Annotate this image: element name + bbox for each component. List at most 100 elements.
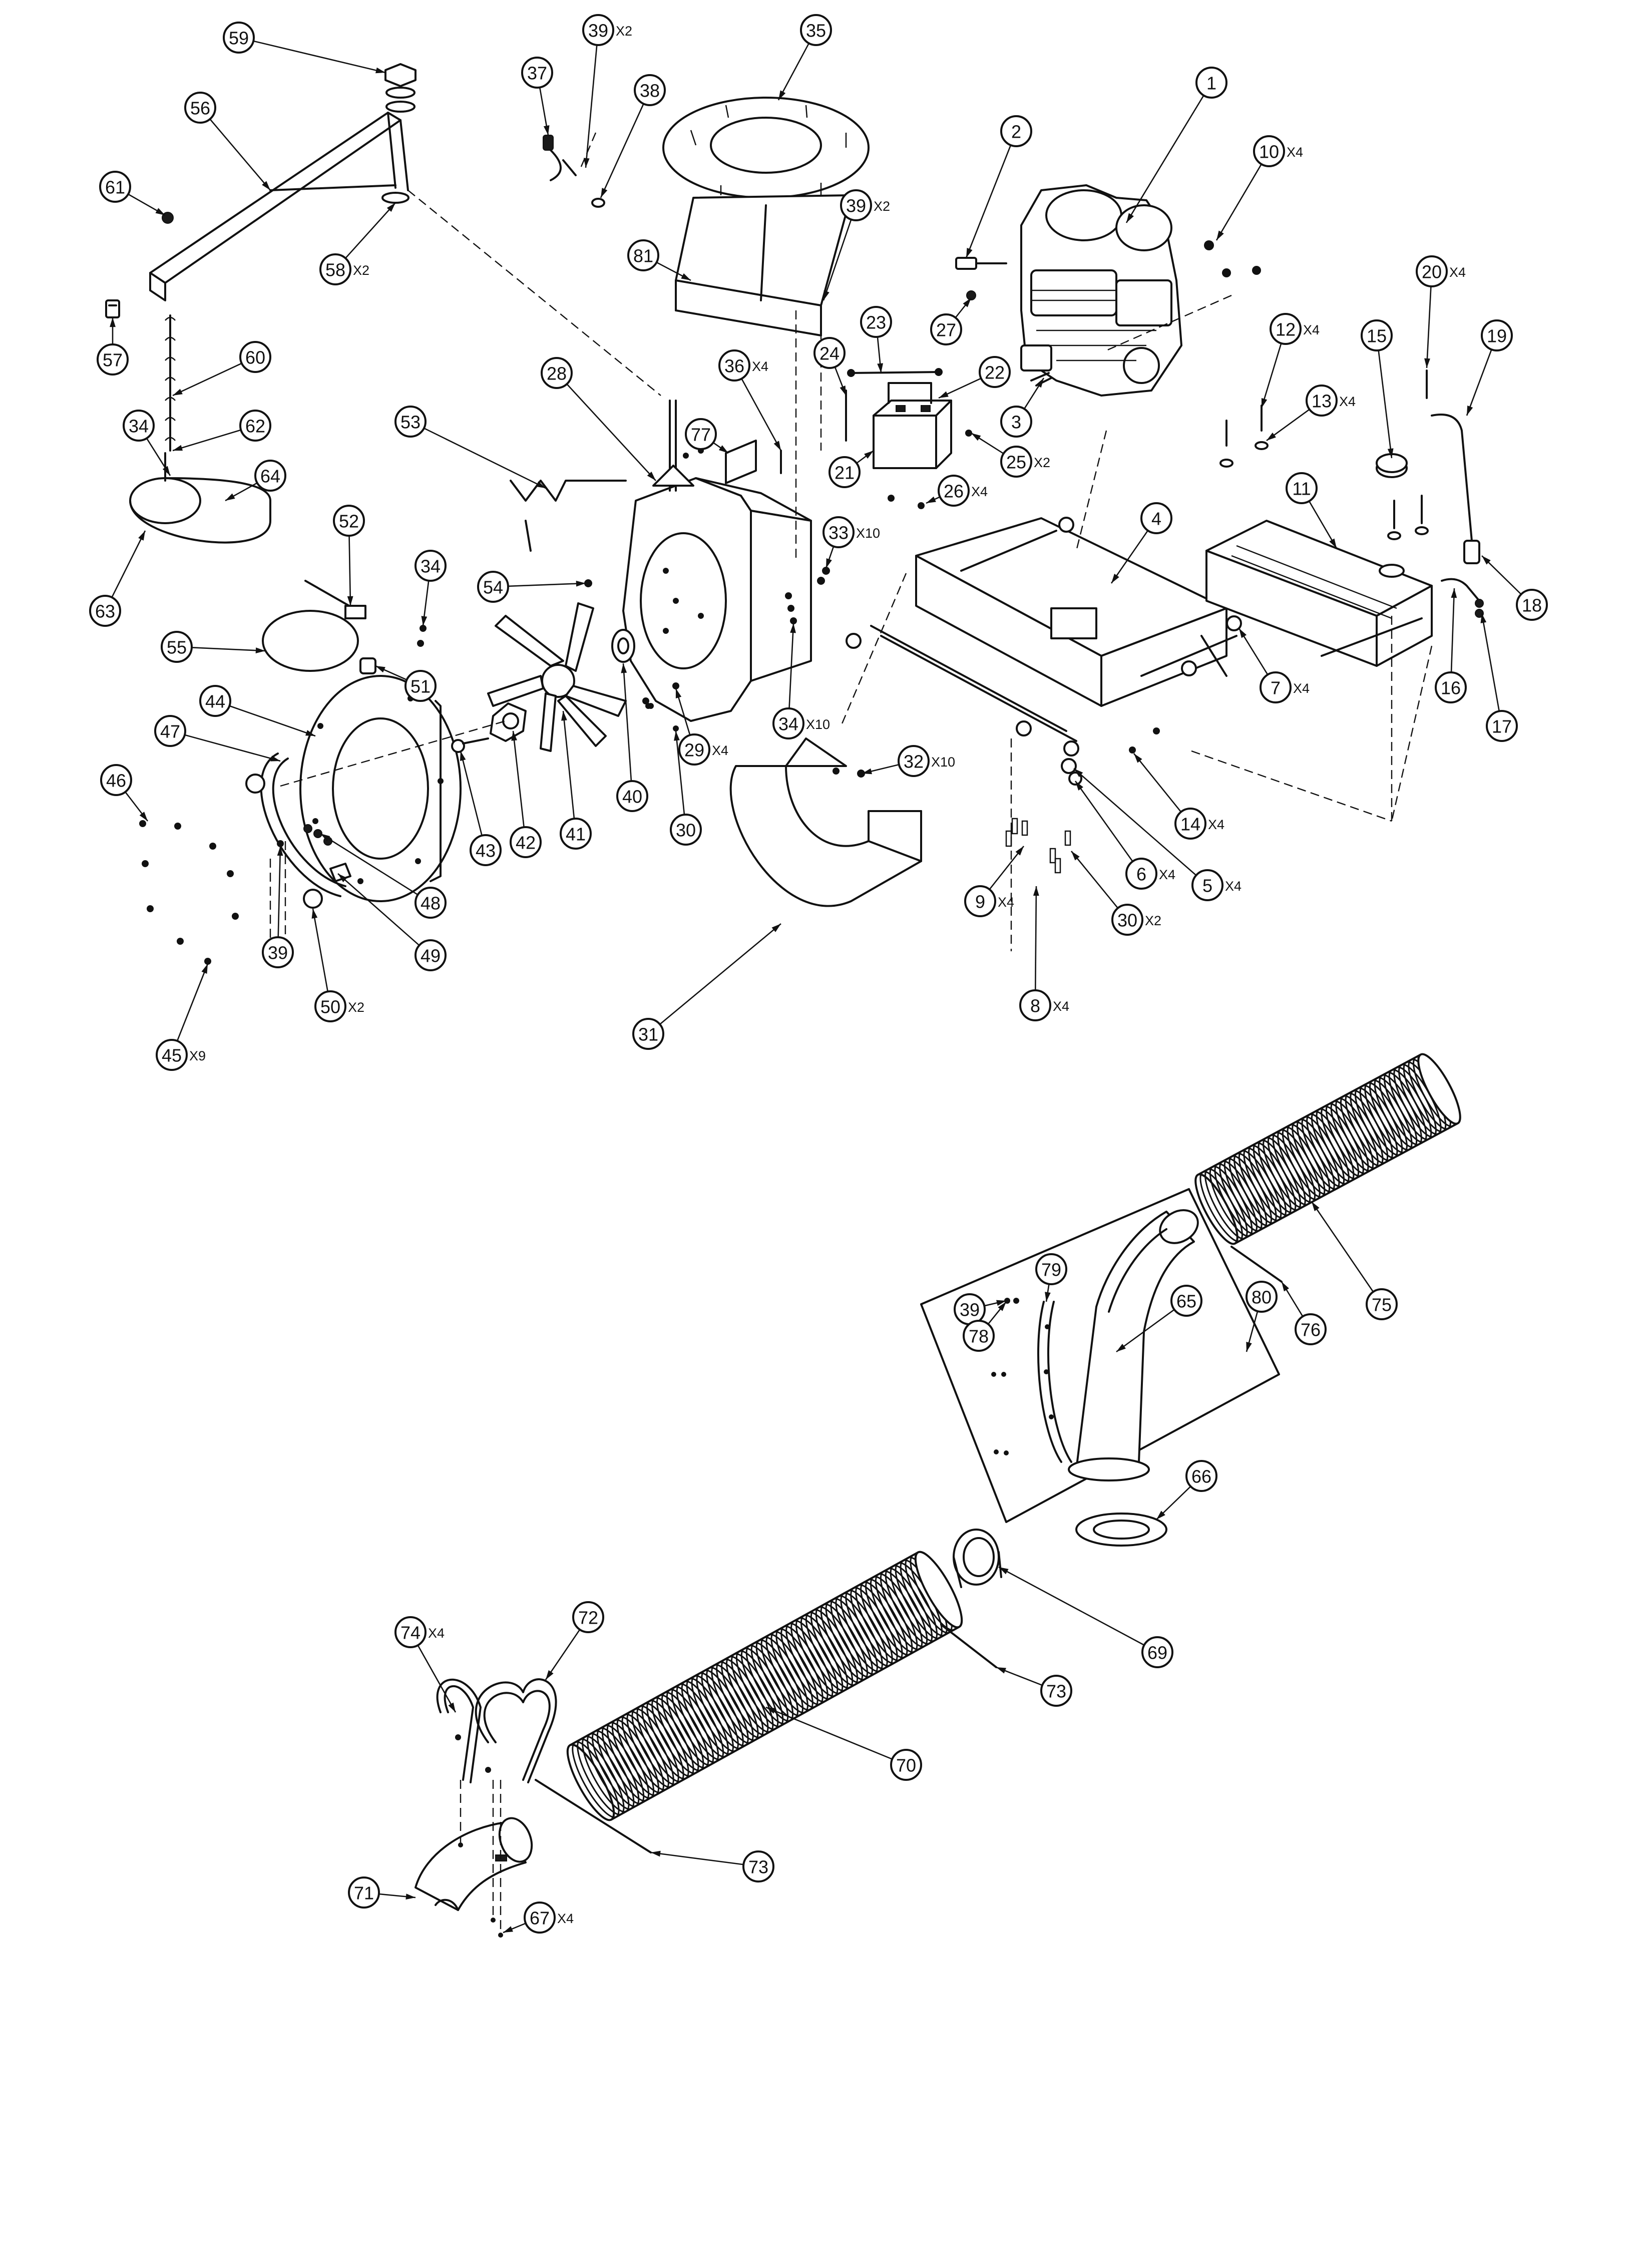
callout-arrow-head xyxy=(375,666,385,673)
hose-rib xyxy=(755,1639,803,1716)
callout-circle xyxy=(890,1749,922,1781)
callout-arrow-head xyxy=(1246,1342,1252,1352)
callout-leader-line xyxy=(965,145,1012,258)
callout-number: 74 xyxy=(400,1623,421,1643)
callout-number: 50 xyxy=(320,997,340,1017)
callout-circle xyxy=(632,1018,664,1050)
hose-rib xyxy=(775,1628,823,1705)
hose-rib xyxy=(865,1579,913,1656)
callout-11: 11 xyxy=(1286,472,1338,549)
callout-leader-line xyxy=(998,1566,1145,1646)
callout-76: 76 xyxy=(1281,1281,1327,1345)
callout-number: 78 xyxy=(969,1326,989,1347)
callout-circle xyxy=(1191,869,1223,901)
callout-number: 72 xyxy=(578,1608,598,1628)
callout-leader-line xyxy=(1073,768,1197,876)
callout-circle xyxy=(1361,319,1393,351)
hose-rib xyxy=(591,1730,640,1807)
callout-circle xyxy=(829,456,861,488)
callout-leader-line xyxy=(1110,530,1148,584)
callout-arrow-head xyxy=(1216,230,1224,240)
callout-number: 46 xyxy=(106,771,126,791)
callout-arrow-head xyxy=(270,756,280,762)
callout-number: 39 xyxy=(268,943,288,963)
part-hardware-39-78 xyxy=(991,1298,1019,1455)
part-hardware-5-9 xyxy=(1005,758,1082,874)
callout-3: 3 xyxy=(1000,378,1045,438)
callout-number: 24 xyxy=(819,343,840,364)
part-engine-1 xyxy=(1020,184,1182,397)
callout-leader-line xyxy=(229,705,316,737)
callout-leader-line xyxy=(460,750,483,836)
callout-number: 21 xyxy=(835,463,855,483)
hose-rib xyxy=(596,1727,645,1804)
callout-4: 4 xyxy=(1110,502,1172,584)
hose-rib xyxy=(760,1636,808,1714)
hose-rib xyxy=(825,1601,873,1678)
callout-number: 27 xyxy=(936,320,956,340)
callout-circle xyxy=(154,715,186,747)
callout-circle xyxy=(100,764,132,796)
callout-circle xyxy=(1295,1313,1327,1345)
part-alignment-lower xyxy=(458,1780,503,1938)
callout-leader-line xyxy=(1378,350,1393,459)
callout-arrow-head xyxy=(1424,358,1430,368)
callout-arrow-head xyxy=(503,1926,513,1933)
callout-52: 52 xyxy=(333,505,365,606)
callout-quantity: X4 xyxy=(1159,867,1175,882)
hose-rib xyxy=(691,1675,739,1752)
callout-circle xyxy=(1286,472,1318,504)
callout-leader-line xyxy=(585,45,598,168)
callout-circle xyxy=(415,887,447,919)
callout-leader-line xyxy=(1215,164,1262,241)
callout-leader-line xyxy=(417,1645,457,1713)
callout-circle xyxy=(333,505,365,537)
callout-15: 15 xyxy=(1361,319,1394,459)
callout-arrow-head xyxy=(963,298,971,307)
callout-arrow-head xyxy=(601,188,608,198)
hose-rib xyxy=(716,1661,764,1738)
part-nut-59 xyxy=(381,63,417,204)
part-nozzle-71 xyxy=(415,1817,533,1911)
callout-16: 16 xyxy=(1435,588,1467,703)
callout-arrow-head xyxy=(421,616,428,626)
callout-leader-line xyxy=(191,647,266,652)
callout-circle xyxy=(840,189,872,221)
part-gasket-66 xyxy=(1075,1513,1167,1547)
callout-quantity: X4 xyxy=(1339,394,1356,409)
callout-arrow-head xyxy=(546,1670,554,1680)
callout-number: 23 xyxy=(866,312,886,333)
callout-34: 34 xyxy=(123,410,171,476)
callout-arrow-head xyxy=(173,389,183,396)
callout-circle xyxy=(1000,406,1032,438)
callout-quantity: X4 xyxy=(1449,265,1466,280)
callout-leader-line xyxy=(172,362,242,397)
callout-arrow-head xyxy=(1036,378,1044,388)
callout-circle xyxy=(1435,671,1467,703)
callout-arrow-head xyxy=(966,248,973,258)
part-bolts-12 xyxy=(1219,405,1269,468)
part-housing-wrap-31 xyxy=(729,737,922,907)
callout-circle xyxy=(1260,671,1292,703)
callout-arrow-head xyxy=(375,67,385,74)
part-chain-60 xyxy=(165,314,176,452)
part-hook-57 xyxy=(105,299,120,318)
callout-circle xyxy=(1170,1285,1202,1317)
hose-rib xyxy=(621,1713,669,1791)
callout-80: 80 xyxy=(1246,1281,1278,1352)
callout-leader-line xyxy=(253,40,386,74)
callout-arrow-head xyxy=(766,1707,776,1714)
callout-arrow-head xyxy=(1071,851,1080,861)
callout-arrow-head xyxy=(576,580,586,587)
callout-17: 17 xyxy=(1480,613,1518,742)
callout-number: 45 xyxy=(162,1045,182,1066)
callout-circle xyxy=(223,22,255,54)
callout-circle xyxy=(1035,1253,1067,1285)
callout-38: 38 xyxy=(600,74,666,198)
callout-circle xyxy=(89,595,121,627)
